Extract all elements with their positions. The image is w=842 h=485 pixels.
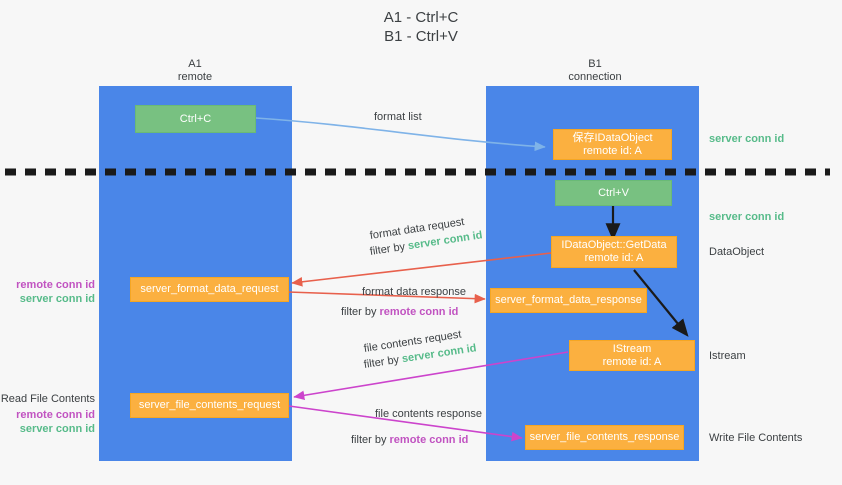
node-ctrl-c[interactable]: Ctrl+C: [135, 105, 256, 133]
edge-label-file-contents-response: file contents response: [375, 408, 483, 420]
page-title: A1 - Ctrl+C B1 - Ctrl+V: [383, 9, 459, 45]
node-server-format-data-response[interactable]: server_format_data_response: [490, 288, 647, 313]
note-istream: Istream: [709, 350, 746, 362]
note-remote-conn-id-1: remote conn id: [16, 279, 95, 291]
edge-label-file-contents-response-filter: filter by remote conn id: [351, 433, 468, 448]
note-server-conn-id-mid: server conn id: [709, 211, 785, 223]
note-server-conn-id-1: server conn id: [19, 293, 95, 305]
node-server-file-contents-response[interactable]: server_file_contents_response: [525, 425, 684, 450]
edge-label-format-data-response-filter: filter by remote conn id: [341, 305, 458, 320]
note-remote-conn-id-2: remote conn id: [16, 409, 95, 421]
note-server-conn-id-top: server conn id: [709, 133, 785, 145]
node-getdata[interactable]: IDataObject::GetData remote id: A: [551, 236, 677, 268]
filter-value-remote-conn-id: remote conn id: [389, 434, 469, 446]
node-server-file-contents-request[interactable]: server_file_contents_request: [130, 393, 289, 418]
filter-prefix: filter by: [351, 434, 390, 446]
filter-value-remote-conn-id: remote conn id: [379, 306, 459, 318]
note-conn-ids-1: remote conn id server conn id: [0, 278, 95, 306]
note-read-file-contents-group: Read File Contents remote conn id server…: [0, 392, 95, 436]
node-ctrl-v[interactable]: Ctrl+V: [555, 180, 672, 206]
node-istream[interactable]: IStream remote id: A: [569, 340, 695, 371]
filter-prefix: filter by: [341, 306, 380, 318]
note-server-conn-id-2: server conn id: [19, 423, 95, 435]
node-server-format-data-request[interactable]: server_format_data_request: [130, 277, 289, 302]
edge-label-format-data-response: format data response: [362, 286, 466, 298]
edge-label-format-list: format list: [374, 111, 422, 123]
lane-header-b1: B1 connection: [568, 58, 622, 83]
node-save-idataobject[interactable]: 保存IDataObject remote id: A: [553, 129, 672, 160]
note-read-file-contents: Read File Contents: [0, 393, 95, 405]
lane-header-a1: A1 remote: [177, 58, 213, 83]
note-write-file-contents: Write File Contents: [709, 432, 803, 444]
note-dataobject: DataObject: [709, 246, 765, 258]
